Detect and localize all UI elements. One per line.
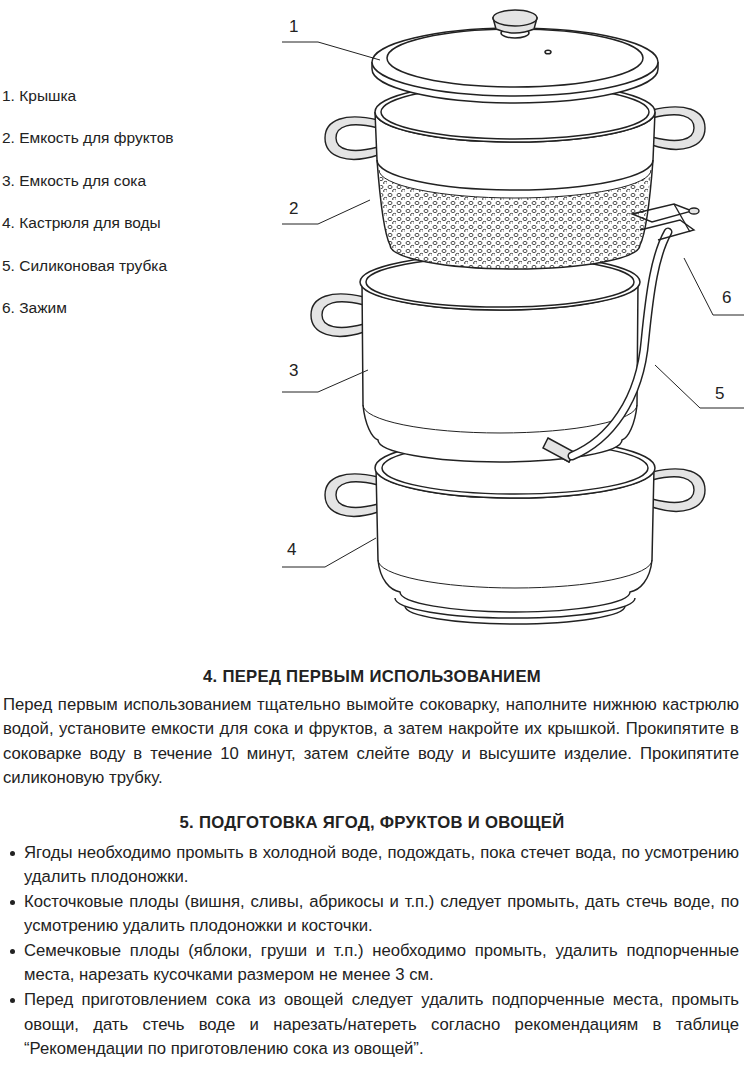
part-name: 6. Зажим [2,298,67,318]
callout-number: 3 [289,361,298,381]
silicone-tube [572,232,668,456]
juice-container [311,254,640,462]
juicer-drawing [311,10,705,624]
part-name: 3. Емкость для сока [2,171,146,191]
part-name: 1. Крышка [2,86,76,106]
body-text: Перед первым использованием тщательно вы… [3,693,739,791]
callout-number: 4 [287,540,296,560]
bullet-item: Семечковые плоды (яблоки, груши и т.п.) … [24,939,739,988]
leader-lines [282,42,744,567]
water-pot [325,438,705,624]
section-heading: 4. ПЕРЕД ПЕРВЫМ ИСПОЛЬЗОВАНИЕМ [0,665,744,689]
part-name: 4. Кастрюля для воды [2,213,161,233]
bullet-item: Косточковые плоды (вишня, сливы, абрикос… [24,890,739,939]
callout-number: 1 [289,17,298,37]
lid [372,10,658,103]
clamp [632,204,699,240]
bullet-item: Ягоды необходимо промыть в холодной воде… [24,841,739,890]
callout-number: 2 [289,199,298,219]
callout-number: 5 [715,384,724,404]
part-name: 5. Силиконовая трубка [2,256,167,276]
part-name: 2. Емкость для фруктов [2,128,174,148]
callout-number: 6 [722,288,731,308]
section-heading: 5. ПОДГОТОВКА ЯГОД, ФРУКТОВ И ОВОЩЕЙ [0,811,744,835]
fruit-container [325,82,705,269]
bullet-item: Перед приготовлением сока из овощей след… [24,988,739,1062]
